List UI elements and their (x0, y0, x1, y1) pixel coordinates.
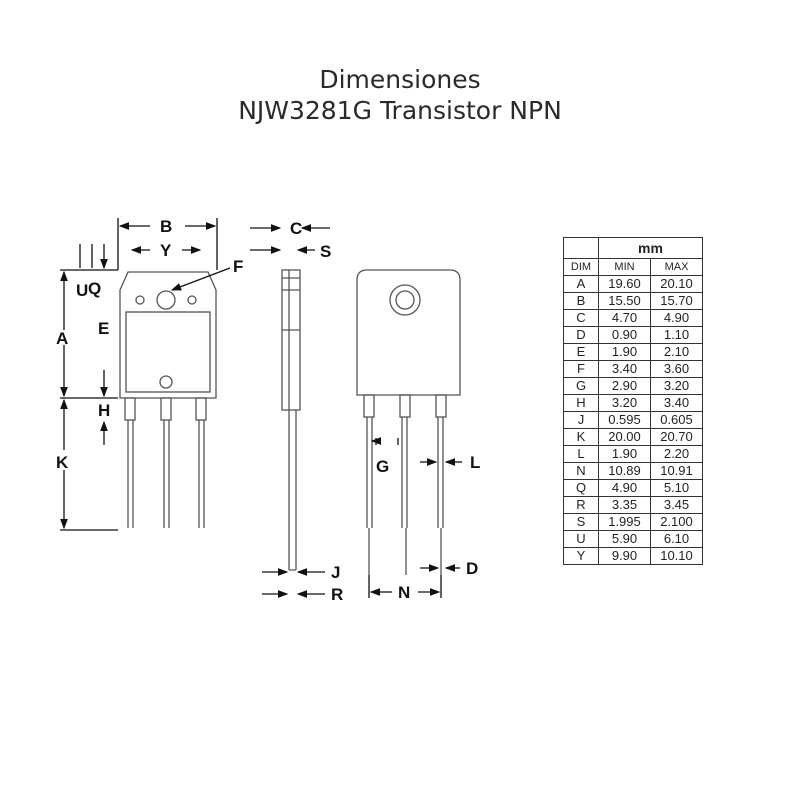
cell-max: 5.10 (650, 479, 703, 497)
cell-max: 15.70 (650, 292, 703, 310)
cell-max: 20.70 (650, 428, 703, 446)
cell-dim: D (563, 326, 599, 344)
label-y: Y (160, 241, 172, 260)
cell-max: 20.10 (650, 275, 703, 293)
cell-dim: J (563, 411, 599, 429)
label-c: C (290, 219, 302, 238)
cell-max: 10.10 (650, 547, 703, 565)
dimension-labels: B Y F U Q E A H K C S J R G L N D (56, 217, 480, 604)
cell-dim: N (563, 462, 599, 480)
label-d: D (466, 559, 478, 578)
header-dim: DIM (563, 258, 599, 276)
cell-dim: R (563, 496, 599, 514)
cell-min: 4.70 (598, 309, 651, 327)
label-b: B (160, 217, 172, 236)
side-view (281, 269, 301, 571)
label-a: A (56, 329, 68, 348)
cell-dim: S (563, 513, 599, 531)
cell-max: 3.40 (650, 394, 703, 412)
header-max: MAX (650, 258, 703, 276)
label-r: R (331, 585, 343, 604)
cell-dim: G (563, 377, 599, 395)
cell-max: 2.100 (650, 513, 703, 531)
cell-min: 20.00 (598, 428, 651, 446)
cell-max: 1.10 (650, 326, 703, 344)
cell-min: 10.89 (598, 462, 651, 480)
label-j: J (331, 563, 340, 582)
cell-min: 19.60 (598, 275, 651, 293)
cell-max: 3.20 (650, 377, 703, 395)
cell-min: 1.90 (598, 343, 651, 361)
label-q: Q (88, 279, 101, 298)
cell-min: 3.35 (598, 496, 651, 514)
label-u: U (76, 281, 88, 300)
cell-max: 10.91 (650, 462, 703, 480)
dimension-lines (60, 218, 462, 598)
cell-dim: A (563, 275, 599, 293)
front-view (119, 271, 217, 528)
label-l: L (470, 453, 480, 472)
cell-max: 0.605 (650, 411, 703, 429)
cell-min: 1.90 (598, 445, 651, 463)
page-title: Dimensiones NJW3281G Transistor NPN (0, 64, 800, 126)
cell-dim: U (563, 530, 599, 548)
cell-min: 9.90 (598, 547, 651, 565)
cell-min: 5.90 (598, 530, 651, 548)
unit-header: mm (598, 237, 703, 259)
cell-dim: E (563, 343, 599, 361)
cell-min: 0.595 (598, 411, 651, 429)
cell-max: 2.10 (650, 343, 703, 361)
cell-dim: K (563, 428, 599, 446)
label-n: N (398, 583, 410, 602)
label-h: H (98, 401, 110, 420)
label-g: G (376, 457, 389, 476)
cell-max: 3.60 (650, 360, 703, 378)
cell-dim: F (563, 360, 599, 378)
cell-dim: H (563, 394, 599, 412)
cell-dim: Y (563, 547, 599, 565)
label-s: S (320, 242, 331, 261)
label-k: K (56, 453, 69, 472)
label-f: F (233, 257, 243, 276)
cell-max: 2.20 (650, 445, 703, 463)
cell-max: 6.10 (650, 530, 703, 548)
cell-min: 3.40 (598, 360, 651, 378)
cell-min: 15.50 (598, 292, 651, 310)
cell-dim: C (563, 309, 599, 327)
cell-min: 0.90 (598, 326, 651, 344)
label-e: E (98, 319, 109, 338)
cell-min: 2.90 (598, 377, 651, 395)
back-view (356, 269, 461, 575)
cell-dim: L (563, 445, 599, 463)
header-min: MIN (598, 258, 651, 276)
cell-dim: Q (563, 479, 599, 497)
cell-min: 1.995 (598, 513, 651, 531)
cell-max: 4.90 (650, 309, 703, 327)
title-line-1: Dimensiones (319, 65, 481, 94)
cell-min: 4.90 (598, 479, 651, 497)
cell-dim: B (563, 292, 599, 310)
cell-min: 3.20 (598, 394, 651, 412)
title-line-2: NJW3281G Transistor NPN (238, 96, 562, 125)
cell-max: 3.45 (650, 496, 703, 514)
